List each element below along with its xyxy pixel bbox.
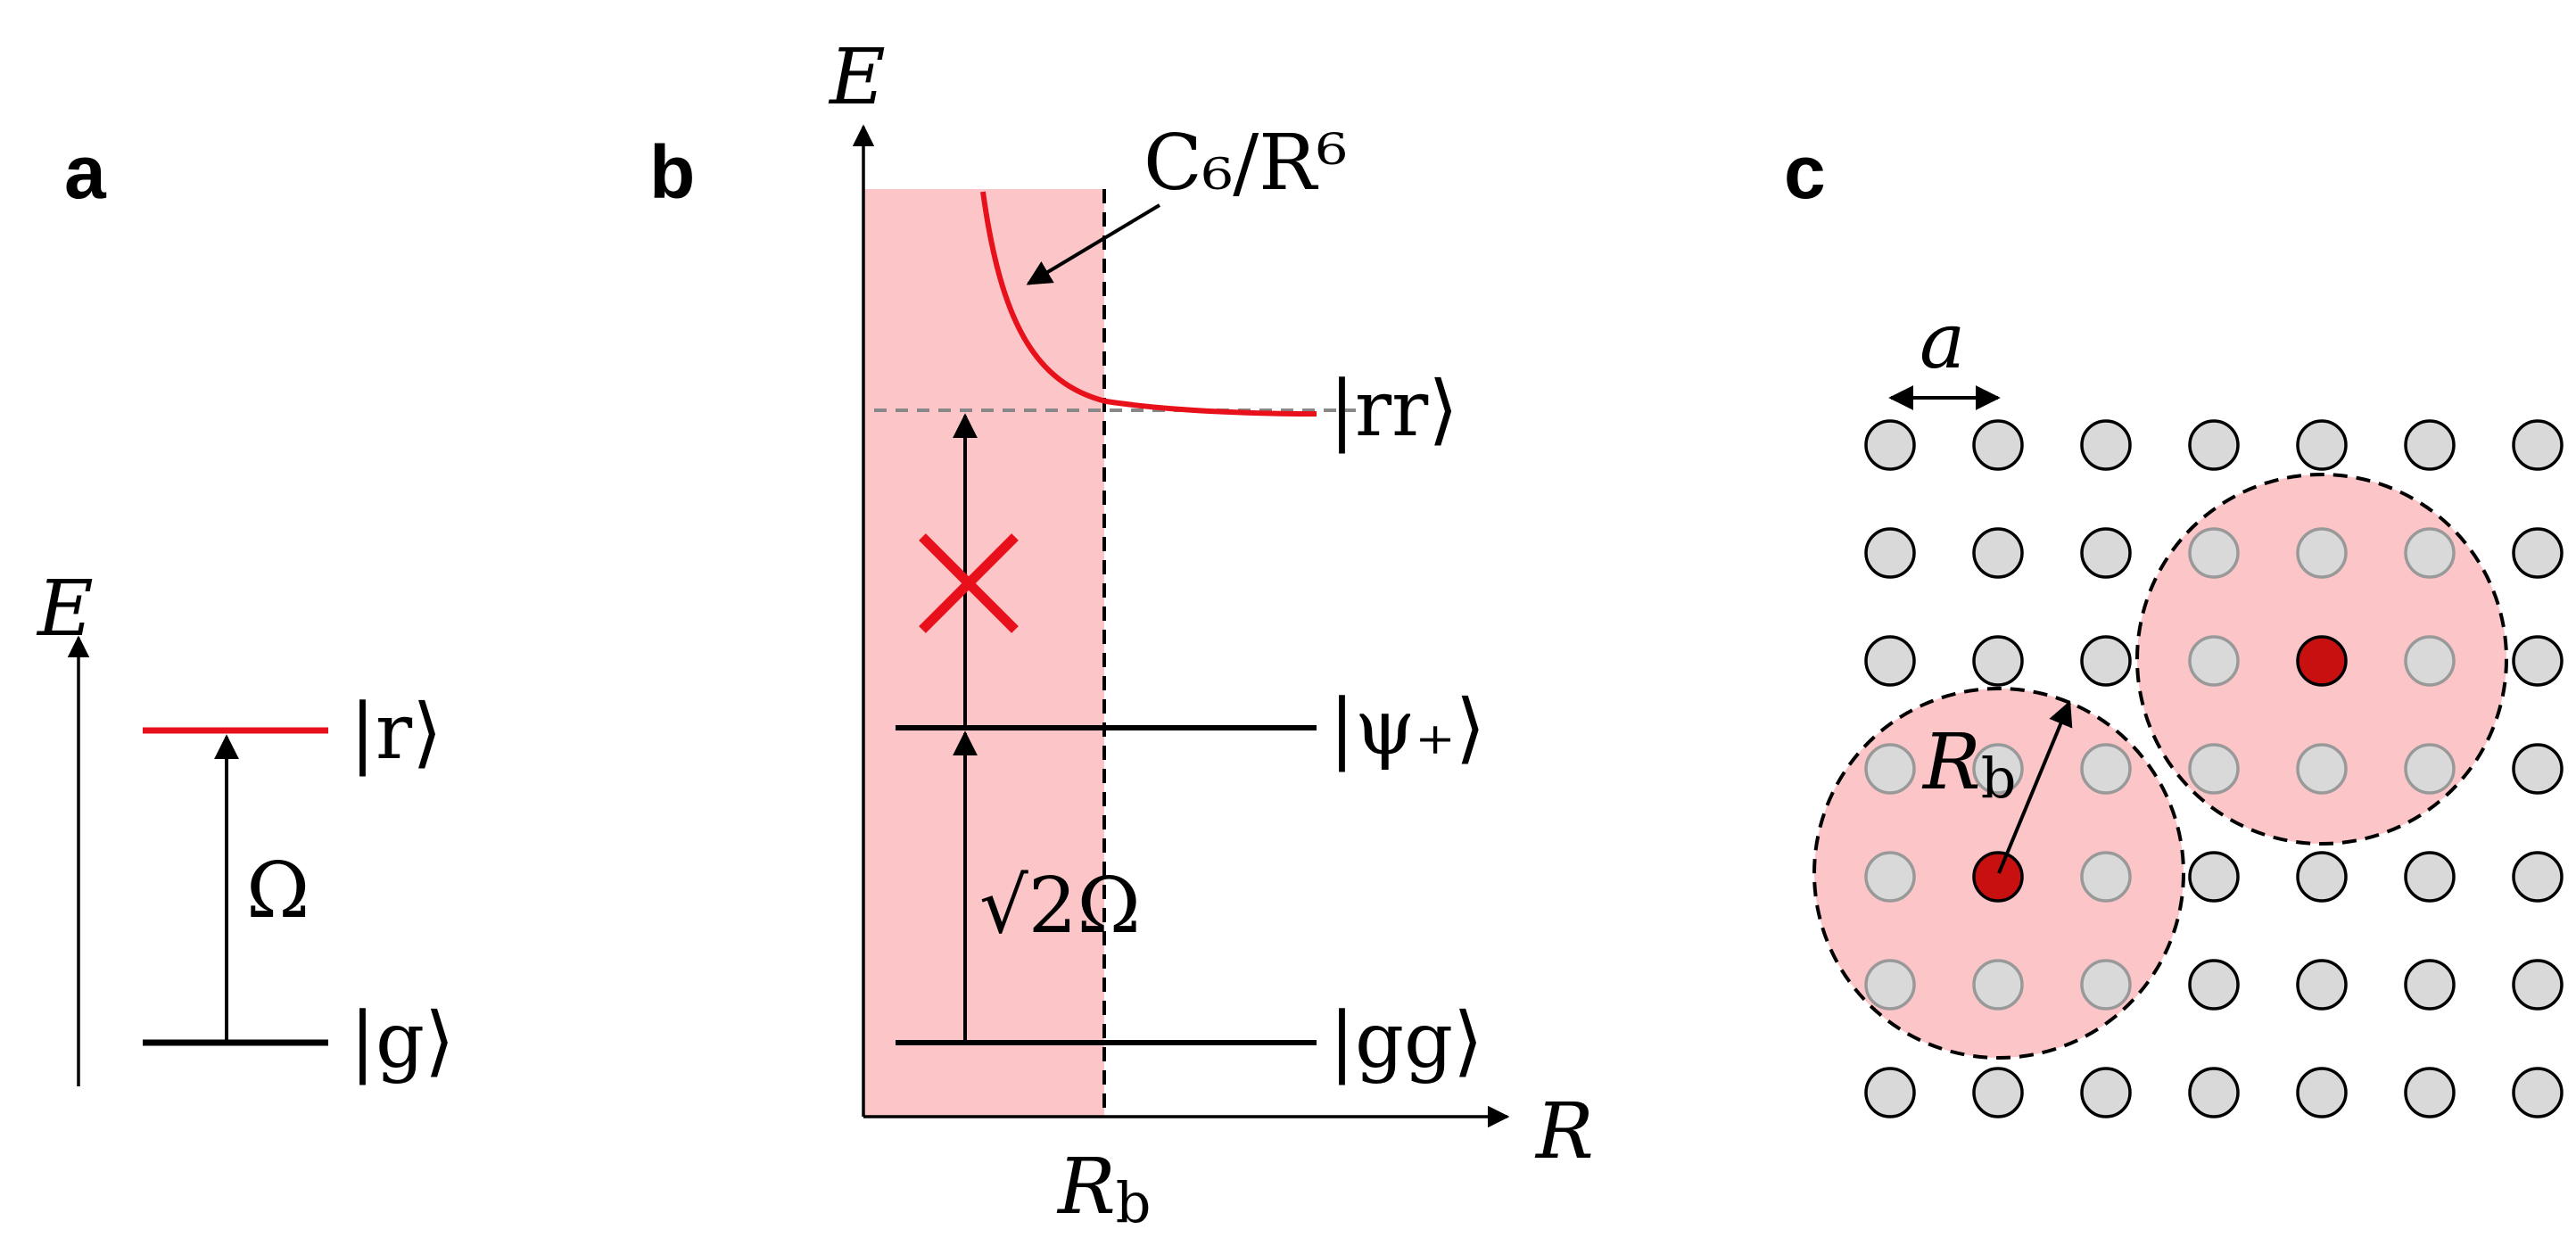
panel-b: b E R Rb C₆/R⁶ |rr⟩ |ψ₊⟩ |gg⟩ √2Ω: [649, 33, 1594, 1235]
lattice-atom: [2404, 959, 2456, 1011]
distance-axis-label-b: R: [1534, 1087, 1594, 1176]
lattice-atom: [2080, 1067, 2132, 1118]
lattice-atom: [2296, 419, 2348, 471]
lattice-atom: [2188, 527, 2240, 579]
energy-axis-label-b: E: [828, 33, 886, 122]
forbidden-cross: [919, 533, 1019, 633]
lattice-atom: [2188, 1067, 2240, 1118]
rabi-label-b: √2Ω: [979, 862, 1141, 951]
lattice-atom: [2188, 743, 2240, 795]
lattice-atom: [1972, 1067, 2024, 1118]
lattice-atom: [2188, 959, 2240, 1011]
lattice-atom: [2188, 419, 2240, 471]
curve-pointer-arrow: [1026, 203, 1161, 285]
lattice-atom: [1864, 1067, 1916, 1118]
panel-c: c a Rb: [1784, 130, 2564, 1118]
panel-b-label: b: [649, 130, 695, 214]
lattice-atom: [2296, 851, 2348, 903]
level-r-label: |r⟩: [350, 688, 442, 777]
lattice-atom: [2080, 527, 2132, 579]
lattice-atom: [2512, 1067, 2564, 1118]
lattice-atom: [2188, 635, 2240, 687]
lattice-atom: [2296, 1067, 2348, 1118]
lattice-atom: [2404, 1067, 2456, 1118]
lattice-atom: [1972, 635, 2024, 687]
lattice-atom: [2080, 959, 2132, 1011]
lattice-atom: [2188, 851, 2240, 903]
lattice-atom: [1972, 959, 2024, 1011]
lattice-atom: [1864, 419, 1916, 471]
spacing-label: a: [1920, 297, 1965, 386]
curve-label: C₆/R⁶: [1144, 119, 1347, 208]
lattice-atom: [2404, 851, 2456, 903]
blockade-radius-label-b: Rb: [1056, 1143, 1151, 1235]
level-g-label: |g⟩: [350, 996, 455, 1085]
lattice-atom: [1864, 527, 1916, 579]
level-psi-label: |ψ₊⟩: [1329, 683, 1485, 772]
excited-atom: [1972, 851, 2024, 903]
blockade-radius-arrow: [1997, 700, 2073, 874]
lattice-atom: [1972, 419, 2024, 471]
lattice-atom: [2512, 743, 2564, 795]
lattice-atom: [1864, 851, 1916, 903]
excited-atom: [2296, 635, 2348, 687]
energy-axis-label-a: E: [36, 565, 94, 654]
lattice-atom: [2512, 635, 2564, 687]
lattice-atom: [1864, 635, 1916, 687]
lattice-atom: [2404, 743, 2456, 795]
lattice-atom: [2512, 527, 2564, 579]
lattice-atom: [2080, 851, 2132, 903]
lattice-atom: [2404, 635, 2456, 687]
lattice-atom: [1864, 959, 1916, 1011]
atom-lattice: [1864, 419, 2564, 1118]
blockade-region-b: [863, 189, 1104, 1117]
panel-a: a E |r⟩ |g⟩ Ω: [36, 130, 455, 1086]
lattice-atom: [2296, 527, 2348, 579]
lattice-atom: [1972, 743, 2024, 795]
panel-c-label: c: [1784, 130, 1826, 214]
lattice-atom: [2080, 743, 2132, 795]
lattice-atom: [1972, 527, 2024, 579]
lattice-atom: [2512, 419, 2564, 471]
level-rr-label: |rr⟩: [1329, 365, 1458, 454]
lattice-atom: [2080, 635, 2132, 687]
lattice-atom: [2296, 959, 2348, 1011]
lattice-atom: [2404, 419, 2456, 471]
panel-a-label: a: [64, 130, 107, 214]
lattice-atom: [2296, 743, 2348, 795]
lattice-atom: [2080, 419, 2132, 471]
rabi-label-a: Ω: [246, 846, 310, 936]
blockade-radius-label-c: Rb: [1921, 718, 2016, 811]
lattice-atom: [1864, 743, 1916, 795]
lattice-atom: [2512, 959, 2564, 1011]
level-gg-label: |gg⟩: [1329, 996, 1483, 1085]
vdw-curve: [980, 191, 1317, 417]
lattice-atom: [2512, 851, 2564, 903]
lattice-atom: [2404, 527, 2456, 579]
